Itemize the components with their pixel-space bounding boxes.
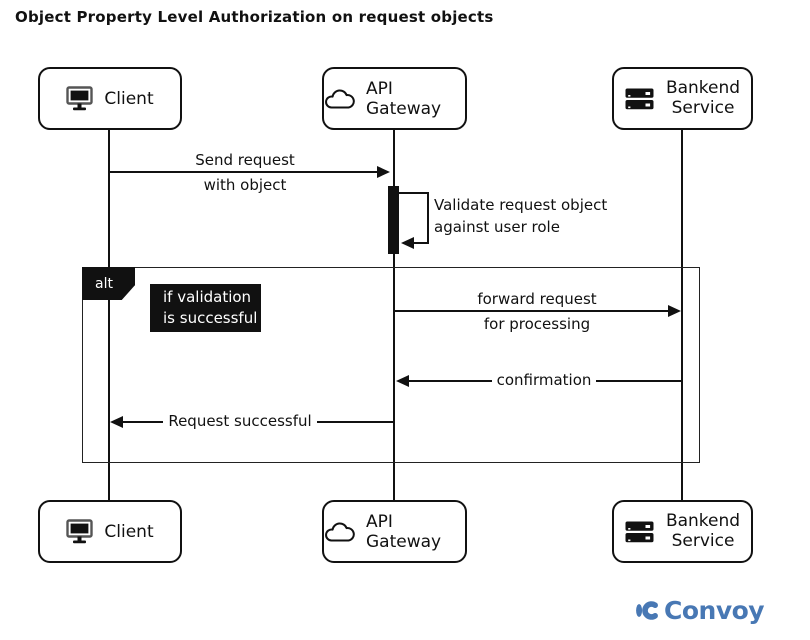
message-label-validate-line1: Validate request object <box>434 196 608 214</box>
arrowhead-left-icon <box>110 416 123 428</box>
actor-backend-top: Bankend Service <box>612 67 753 130</box>
diagram-title: Object Property Level Authorization on r… <box>15 8 494 26</box>
convoy-logo-text: Convoy <box>664 596 765 625</box>
cloud-icon <box>324 88 355 110</box>
message-label-request-successful: Request successful <box>140 412 340 430</box>
message-label-send-request-line1: Send request <box>195 151 295 169</box>
alt-condition-line1: if validation <box>163 288 252 306</box>
self-loop-vertical-line <box>427 192 429 244</box>
server-icon <box>625 521 655 543</box>
message-label-send-request-line2: with object <box>203 176 287 194</box>
actor-label: Client <box>104 88 154 109</box>
actor-label-line2: Service <box>671 97 735 118</box>
arrowhead-left-icon <box>396 375 409 387</box>
message-label-forward-line1: forward request <box>477 290 597 308</box>
alt-condition-line2: is successful <box>163 309 258 327</box>
arrowhead-right-icon <box>377 166 390 178</box>
convoy-logo: Convoy <box>636 595 765 626</box>
arrowhead-left-icon <box>401 237 414 249</box>
monitor-icon <box>66 519 94 544</box>
message-label-forward-line2: for processing <box>483 315 591 333</box>
cloud-icon <box>324 521 355 543</box>
actor-label-line1: Bankend <box>665 77 741 98</box>
self-loop-bottom-line <box>403 242 429 244</box>
actor-client-top: Client <box>38 67 182 130</box>
message-label-confirmation: confirmation <box>444 371 644 389</box>
arrowhead-right-icon <box>668 305 681 317</box>
lifeline-client <box>108 130 110 500</box>
actor-label: API Gateway <box>366 78 442 119</box>
message-line-send-request <box>110 171 388 173</box>
lifeline-backend <box>681 130 683 500</box>
actor-api-gateway-top: API Gateway <box>322 67 467 130</box>
alt-frame <box>82 267 700 463</box>
alt-label-tag: alt <box>82 267 135 300</box>
alt-condition-box: if validation is successful <box>150 284 261 332</box>
actor-api-gateway-bottom: API Gateway <box>322 500 467 563</box>
activation-bar <box>388 186 399 254</box>
lifeline-api-gateway <box>393 130 395 500</box>
message-line-forward-request <box>395 310 670 312</box>
actor-label-line1: Bankend <box>665 510 741 531</box>
self-loop-top-line <box>399 192 429 194</box>
monitor-icon <box>66 86 94 111</box>
convoy-logo-icon <box>636 595 660 626</box>
message-label-validate-line2: against user role <box>434 218 560 236</box>
actor-label-line2: Service <box>671 530 735 551</box>
server-icon <box>625 88 655 110</box>
actor-label: API Gateway <box>366 511 442 552</box>
actor-backend-bottom: Bankend Service <box>612 500 753 563</box>
actor-label: Client <box>104 521 154 542</box>
actor-client-bottom: Client <box>38 500 182 563</box>
